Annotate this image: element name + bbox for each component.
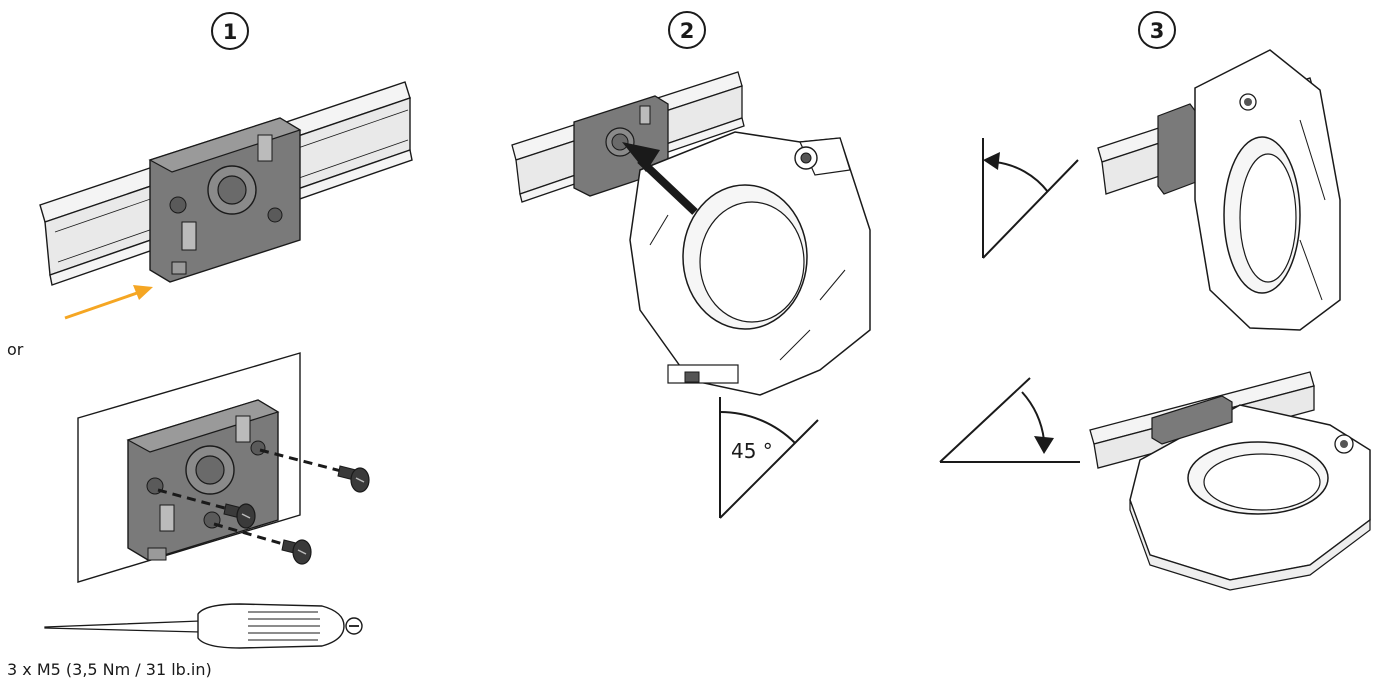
- flat-head-symbol-icon: [345, 617, 363, 635]
- push-direction-arrow-icon: [64, 285, 153, 320]
- rotate-down-indicator: [939, 377, 1080, 463]
- sensor-ring-icon: [1194, 49, 1341, 331]
- sensor-ring-icon: [629, 131, 871, 396]
- sensor-ring-icon: [1129, 404, 1371, 591]
- or-label: or: [7, 340, 24, 359]
- step-3-number: 3: [1150, 19, 1165, 43]
- step-1-number: 1: [223, 20, 238, 44]
- step-2-number: 2: [680, 19, 695, 43]
- screwdriver-icon: [44, 603, 345, 649]
- step-1-wall-mount: [77, 352, 370, 583]
- screw-icon: [223, 503, 256, 529]
- screw-icon: [337, 465, 370, 493]
- step-2-badge: 2: [668, 11, 706, 49]
- mounting-module-icon: [1151, 395, 1233, 445]
- screw-icon: [281, 539, 312, 565]
- step-3-badge: 3: [1138, 11, 1176, 49]
- angle-label: 45 °: [731, 439, 773, 463]
- step-2-slide-sensor: 45 °: [511, 71, 871, 519]
- arc-arrowhead-icon: [983, 152, 1000, 170]
- arc-arrowhead-icon: [1034, 436, 1054, 454]
- angle-45-indicator: 45 °: [719, 397, 819, 519]
- step-3-rotate-sensor: [939, 49, 1371, 591]
- rotate-up-indicator: [982, 138, 1079, 259]
- mounting-module-icon: [1157, 103, 1197, 195]
- step-1-din-rail-mount: [39, 81, 413, 320]
- step-1-badge: 1: [211, 12, 249, 50]
- mounting-module-icon: [148, 117, 302, 283]
- screw-spec-caption: 3 x M5 (3,5 Nm / 31 lb.in): [7, 660, 212, 679]
- push-arrow-icon: [622, 142, 698, 215]
